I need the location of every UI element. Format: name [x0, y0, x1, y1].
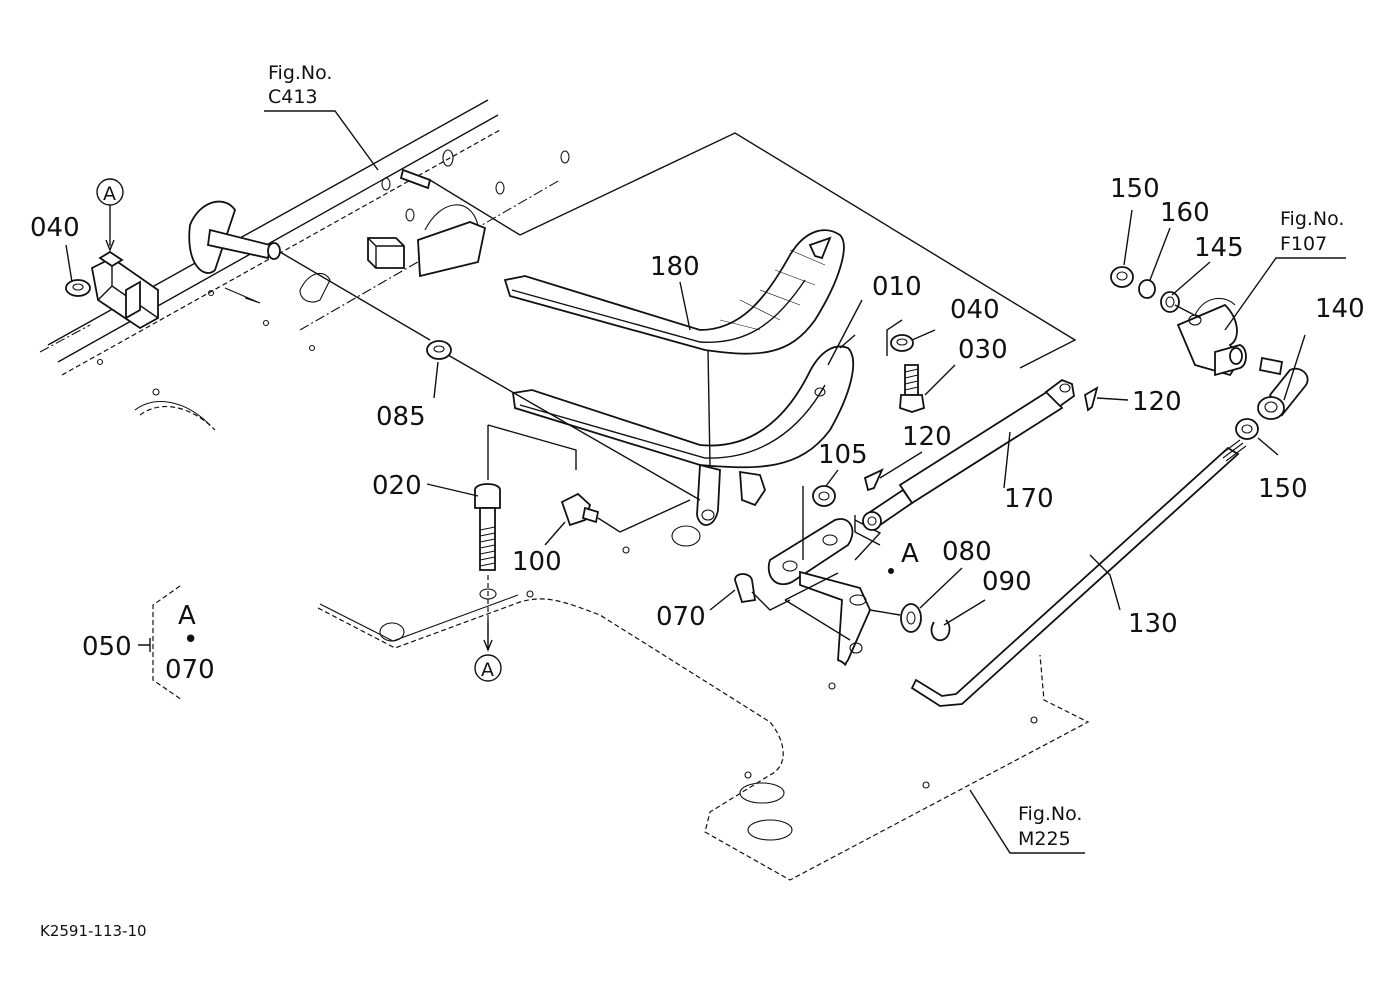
part-label-160: 160: [1160, 198, 1210, 228]
part-label-040-right: 040: [950, 295, 1000, 325]
grease-fitting-100: [560, 492, 691, 533]
part-label-105: 105: [818, 440, 868, 470]
part-label-180: 180: [650, 252, 700, 282]
right-bracket: [1176, 297, 1309, 420]
marker-point-a: A: [901, 539, 919, 569]
fig-ref-f107: Fig.No. F107: [1224, 208, 1346, 331]
fig-ref-m225: Fig.No. M225: [969, 789, 1085, 854]
part-label-085: 085: [376, 402, 426, 432]
part-label-070: 070: [656, 602, 706, 632]
kit-050: A • 070: [138, 585, 215, 701]
part-label-020: 020: [372, 471, 422, 501]
rod-130: [910, 418, 1259, 707]
part-label-145: 145: [1194, 233, 1244, 263]
fig-ref-f107-line2: F107: [1280, 233, 1327, 255]
part-label-120-top: 120: [1132, 387, 1182, 417]
part-label-140: 140: [1315, 294, 1365, 324]
marker-circle-bottom-text: A: [481, 659, 494, 681]
part-label-170: 170: [1004, 484, 1054, 514]
fig-ref-m225-line2: M225: [1018, 828, 1071, 850]
part-label-120-mid: 120: [902, 422, 952, 452]
pedal-bars: [503, 229, 856, 526]
part-label-090: 090: [982, 567, 1032, 597]
part-label-040-left: 040: [30, 213, 80, 243]
part-label-080: 080: [942, 537, 992, 567]
lever-arm-assembly: [767, 485, 894, 666]
left-clamp-bracket: [65, 205, 159, 330]
diagram-code: K2591-113-10: [40, 922, 147, 940]
washer-stack: [1110, 266, 1201, 319]
washers-080-090: [869, 603, 951, 642]
frame-rail: [39, 99, 570, 376]
part-label-030: 030: [958, 335, 1008, 365]
seat-plate-outline: [519, 132, 1077, 369]
fig-ref-c413: Fig.No. C413: [264, 62, 379, 171]
bolt-030-nut-040: [886, 319, 926, 413]
part-label-100: 100: [512, 547, 562, 577]
leader-lines: [65, 209, 1306, 626]
clip-120-mid: [863, 468, 884, 492]
part-label-150-top: 150: [1110, 174, 1160, 204]
part-labels: 040 180 010 040 030 120 120 105 170 080 …: [30, 174, 1365, 662]
floor-plate: [134, 388, 1090, 881]
washer-085: [426, 340, 701, 501]
fig-ref-m225-line1: Fig.No.: [1018, 803, 1082, 825]
kit-dot: •: [183, 625, 198, 655]
fig-ref-c413-line1: Fig.No.: [268, 62, 332, 84]
fig-ref-f107-line1: Fig.No.: [1280, 208, 1344, 230]
fig-ref-c413-line2: C413: [268, 86, 318, 108]
part-label-010: 010: [872, 272, 922, 302]
part-label-150-bottom: 150: [1258, 474, 1308, 504]
grease-fitting-070: [734, 573, 791, 611]
clip-120-top: [1083, 386, 1099, 412]
marker-circle-bottom: [474, 654, 502, 682]
bolt-020: [474, 424, 577, 650]
part-label-130: 130: [1128, 609, 1178, 639]
marker-circle-top-text: A: [103, 183, 116, 205]
marker-arrow-bottom: [483, 620, 493, 652]
gas-spring-170: [854, 378, 1075, 546]
kit-bottom-label: 070: [165, 655, 215, 685]
kit-top-label: A: [178, 601, 196, 631]
marker-circle-top: [96, 178, 124, 206]
part-label-050: 050: [82, 632, 132, 662]
